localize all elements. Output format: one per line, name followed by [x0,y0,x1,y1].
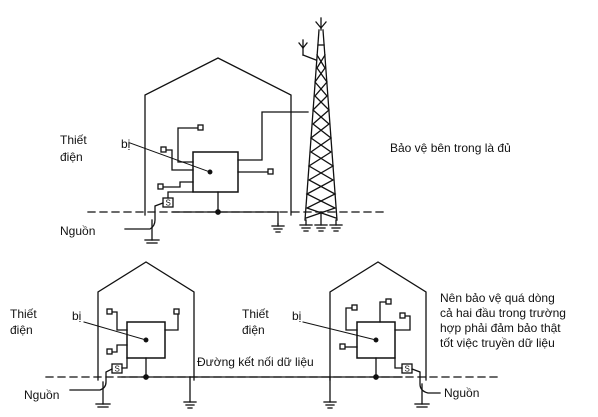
data-link-label: Đường kết nối dữ liệu [195,355,316,369]
bl-house-outline [97,261,195,381]
br-wire-c [394,315,411,331]
top-scene: S [87,17,386,244]
br-wire-d [379,301,387,323]
br-note: Nên bảo vệ quá dòng cả hai đầu trong trư… [440,291,566,351]
br-house-outline [329,261,427,381]
bl-equipment-label-line2: điện [10,323,33,337]
top-equipment-label-bi: bị [121,137,131,151]
top-protector-label: S [166,199,171,208]
br-terminal-a [351,304,358,311]
br-label-pointer [302,321,377,341]
br-terminal-c [399,312,406,319]
top-label-pointer [129,142,211,173]
br-note-line-4: tốt việc truyền dữ liệu [440,336,555,350]
br-equipment-label-line1: Thiết [242,307,269,321]
top-terminal-d [267,168,274,175]
top-power-label: Nguồn [60,224,96,238]
br-power-label: Nguồn [444,386,480,400]
bl-terminal-a [106,308,113,315]
bl-power-line [69,368,113,391]
top-equipment-label-line2: điện [60,150,83,164]
br-terminal-b [339,343,346,350]
br-note-line-2: cả hai đầu trong trường [440,306,566,320]
br-protector-label: S [405,365,410,374]
bl-wire-a [111,311,128,331]
top-protector-wire [167,191,194,199]
bl-wire-c [164,311,179,331]
top-power-line [124,202,164,230]
bottom-left-scene: S [69,261,197,409]
top-equipment-label-line1: Thiết [60,133,87,147]
bl-equipment-label-line1: Thiết [10,307,37,321]
bl-equipment-label-bi: bị [72,309,82,323]
bl-power-label: Nguồn [24,388,60,402]
br-equipment-label-line2: điện [242,323,265,337]
bl-protector-label: S [115,365,120,374]
bl-label-pointer [83,321,147,341]
top-equipment-box [192,151,239,193]
br-note-line-3: hợp phải đảm bảo thật [440,321,561,335]
top-radio-tower [298,17,343,232]
top-house-outline [144,57,292,216]
bl-protector-wire [121,357,128,369]
br-equipment-label-bi: bị [292,309,302,323]
top-terminal-a [197,124,204,131]
br-protector-wire [394,357,403,369]
bl-terminal-b [106,348,113,355]
top-terminal-b [160,146,167,153]
top-wire-a [177,127,199,163]
br-wire-a [345,307,358,331]
top-wire-c [162,181,194,188]
bottom-right-scene: S [302,261,441,409]
top-wire-b [165,149,194,171]
top-antenna-feed [237,111,309,161]
bl-terminal-c [173,308,180,315]
bl-wire-b [111,344,128,353]
top-note: Bảo vệ bên trong là đủ [390,141,511,155]
br-terminal-d [385,298,392,305]
br-note-line-1: Nên bảo vệ quá dòng [440,291,555,305]
top-terminal-c [157,183,164,190]
